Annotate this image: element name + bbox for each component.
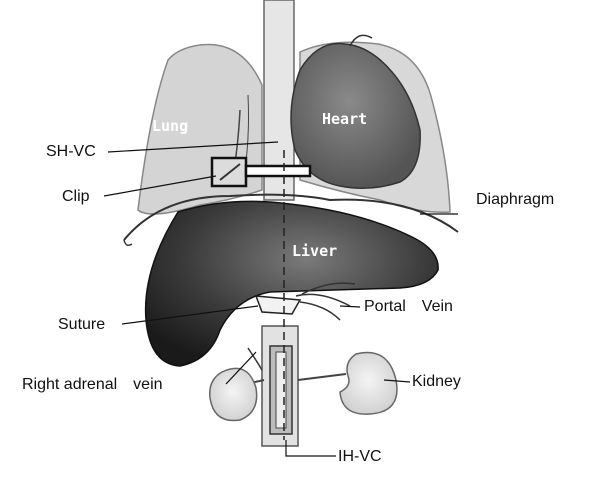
label-ihvc: IH-VC: [338, 448, 382, 465]
heart: [290, 42, 421, 189]
label-diaphragm: Diaphragm: [476, 191, 555, 208]
portal-vein: [295, 282, 356, 321]
suture-knot: [254, 295, 302, 315]
liver: [144, 200, 439, 367]
label-kidney: Kidney: [412, 373, 461, 390]
lung-label: Lung: [152, 117, 189, 135]
label-portal-vein: Portal Vein: [364, 298, 453, 315]
liver-label: Liver: [292, 242, 338, 260]
label-right-adrenal-vein: Right adrenal vein: [22, 376, 163, 393]
right-kidney: [339, 351, 398, 415]
diaphragm: [123, 193, 459, 241]
heart-label: Heart: [322, 110, 368, 128]
label-shvc: SH-VC: [46, 143, 96, 160]
label-clip: Clip: [62, 188, 90, 205]
label-suture: Suture: [58, 316, 106, 333]
left-kidney: [209, 367, 258, 422]
clip-bar: [244, 164, 312, 178]
